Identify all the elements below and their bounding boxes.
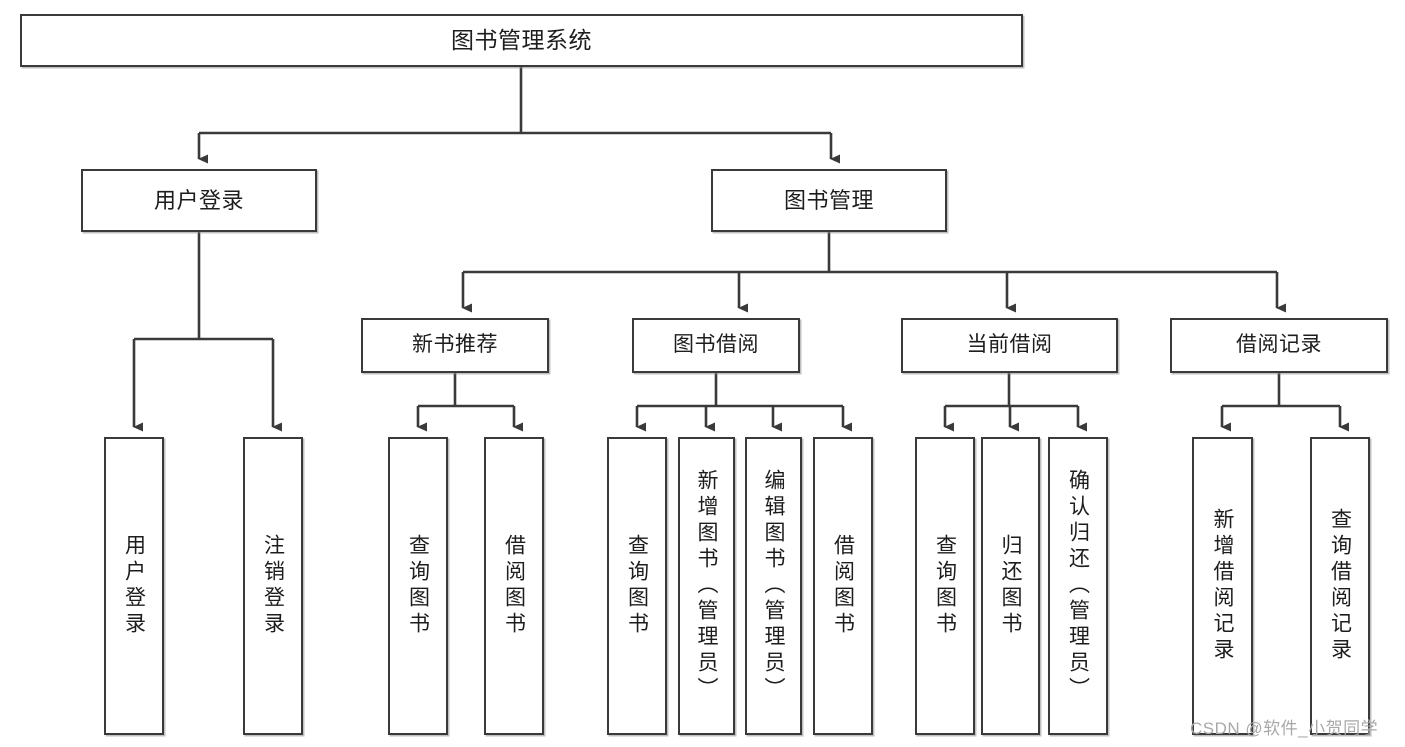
leaf-user-logout-label: 注销登录 <box>261 534 285 638</box>
leaf-query-book-recommend[interactable]: 查询图书 <box>388 437 448 735</box>
leaf-borrow-book-recommend-label: 借阅图书 <box>502 534 526 638</box>
leaf-add-book-admin-label: 新增图书（管理员） <box>695 469 718 703</box>
leaf-query-book-current[interactable]: 查询图书 <box>915 437 975 735</box>
leaf-add-borrow-record[interactable]: 新增借阅记录 <box>1192 437 1253 735</box>
node-user-login[interactable]: 用户登录 <box>81 169 317 232</box>
leaf-confirm-return-admin-label: 确认归还（管理员） <box>1066 469 1090 703</box>
leaf-return-book[interactable]: 归还图书 <box>981 437 1040 735</box>
leaf-user-logout[interactable]: 注销登录 <box>243 437 303 735</box>
node-new-book-recommend-label: 新书推荐 <box>412 333 498 357</box>
leaf-query-borrow-record-label: 查询借阅记录 <box>1328 508 1352 664</box>
node-borrow-record-label: 借阅记录 <box>1236 333 1322 357</box>
leaf-query-book-borrow[interactable]: 查询图书 <box>607 437 667 735</box>
leaf-query-book-borrow-label: 查询图书 <box>625 534 649 638</box>
node-borrow-record[interactable]: 借阅记录 <box>1170 318 1388 373</box>
node-root-label: 图书管理系统 <box>451 27 592 54</box>
leaf-query-borrow-record[interactable]: 查询借阅记录 <box>1310 437 1370 735</box>
node-user-login-label: 用户登录 <box>153 187 244 213</box>
leaf-user-login[interactable]: 用户登录 <box>104 437 164 735</box>
leaf-confirm-return-admin[interactable]: 确认归还（管理员） <box>1048 437 1108 735</box>
node-book-borrow[interactable]: 图书借阅 <box>632 318 800 373</box>
node-new-book-recommend[interactable]: 新书推荐 <box>361 318 549 373</box>
leaf-user-login-label: 用户登录 <box>122 534 146 638</box>
leaf-return-book-label: 归还图书 <box>999 534 1022 638</box>
node-book-borrow-label: 图书借阅 <box>673 333 759 357</box>
node-current-borrow-label: 当前借阅 <box>966 333 1053 357</box>
node-book-management-label: 图书管理 <box>783 187 874 213</box>
leaf-borrow-book[interactable]: 借阅图书 <box>813 437 873 735</box>
leaf-borrow-book-recommend[interactable]: 借阅图书 <box>484 437 544 735</box>
node-book-management[interactable]: 图书管理 <box>711 169 947 232</box>
node-root[interactable]: 图书管理系统 <box>20 14 1023 67</box>
leaf-add-book-admin[interactable]: 新增图书（管理员） <box>678 437 735 735</box>
leaf-edit-book-admin-label: 编辑图书（管理员） <box>762 469 785 703</box>
leaf-borrow-book-label: 借阅图书 <box>831 534 855 638</box>
csdn-watermark: CSDN @软件_小贺同学 <box>1190 719 1379 738</box>
node-current-borrow[interactable]: 当前借阅 <box>901 318 1118 373</box>
leaf-add-borrow-record-label: 新增借阅记录 <box>1211 508 1234 664</box>
leaf-query-book-current-label: 查询图书 <box>933 534 957 638</box>
leaf-edit-book-admin[interactable]: 编辑图书（管理员） <box>745 437 802 735</box>
leaf-query-book-recommend-label: 查询图书 <box>406 534 430 638</box>
